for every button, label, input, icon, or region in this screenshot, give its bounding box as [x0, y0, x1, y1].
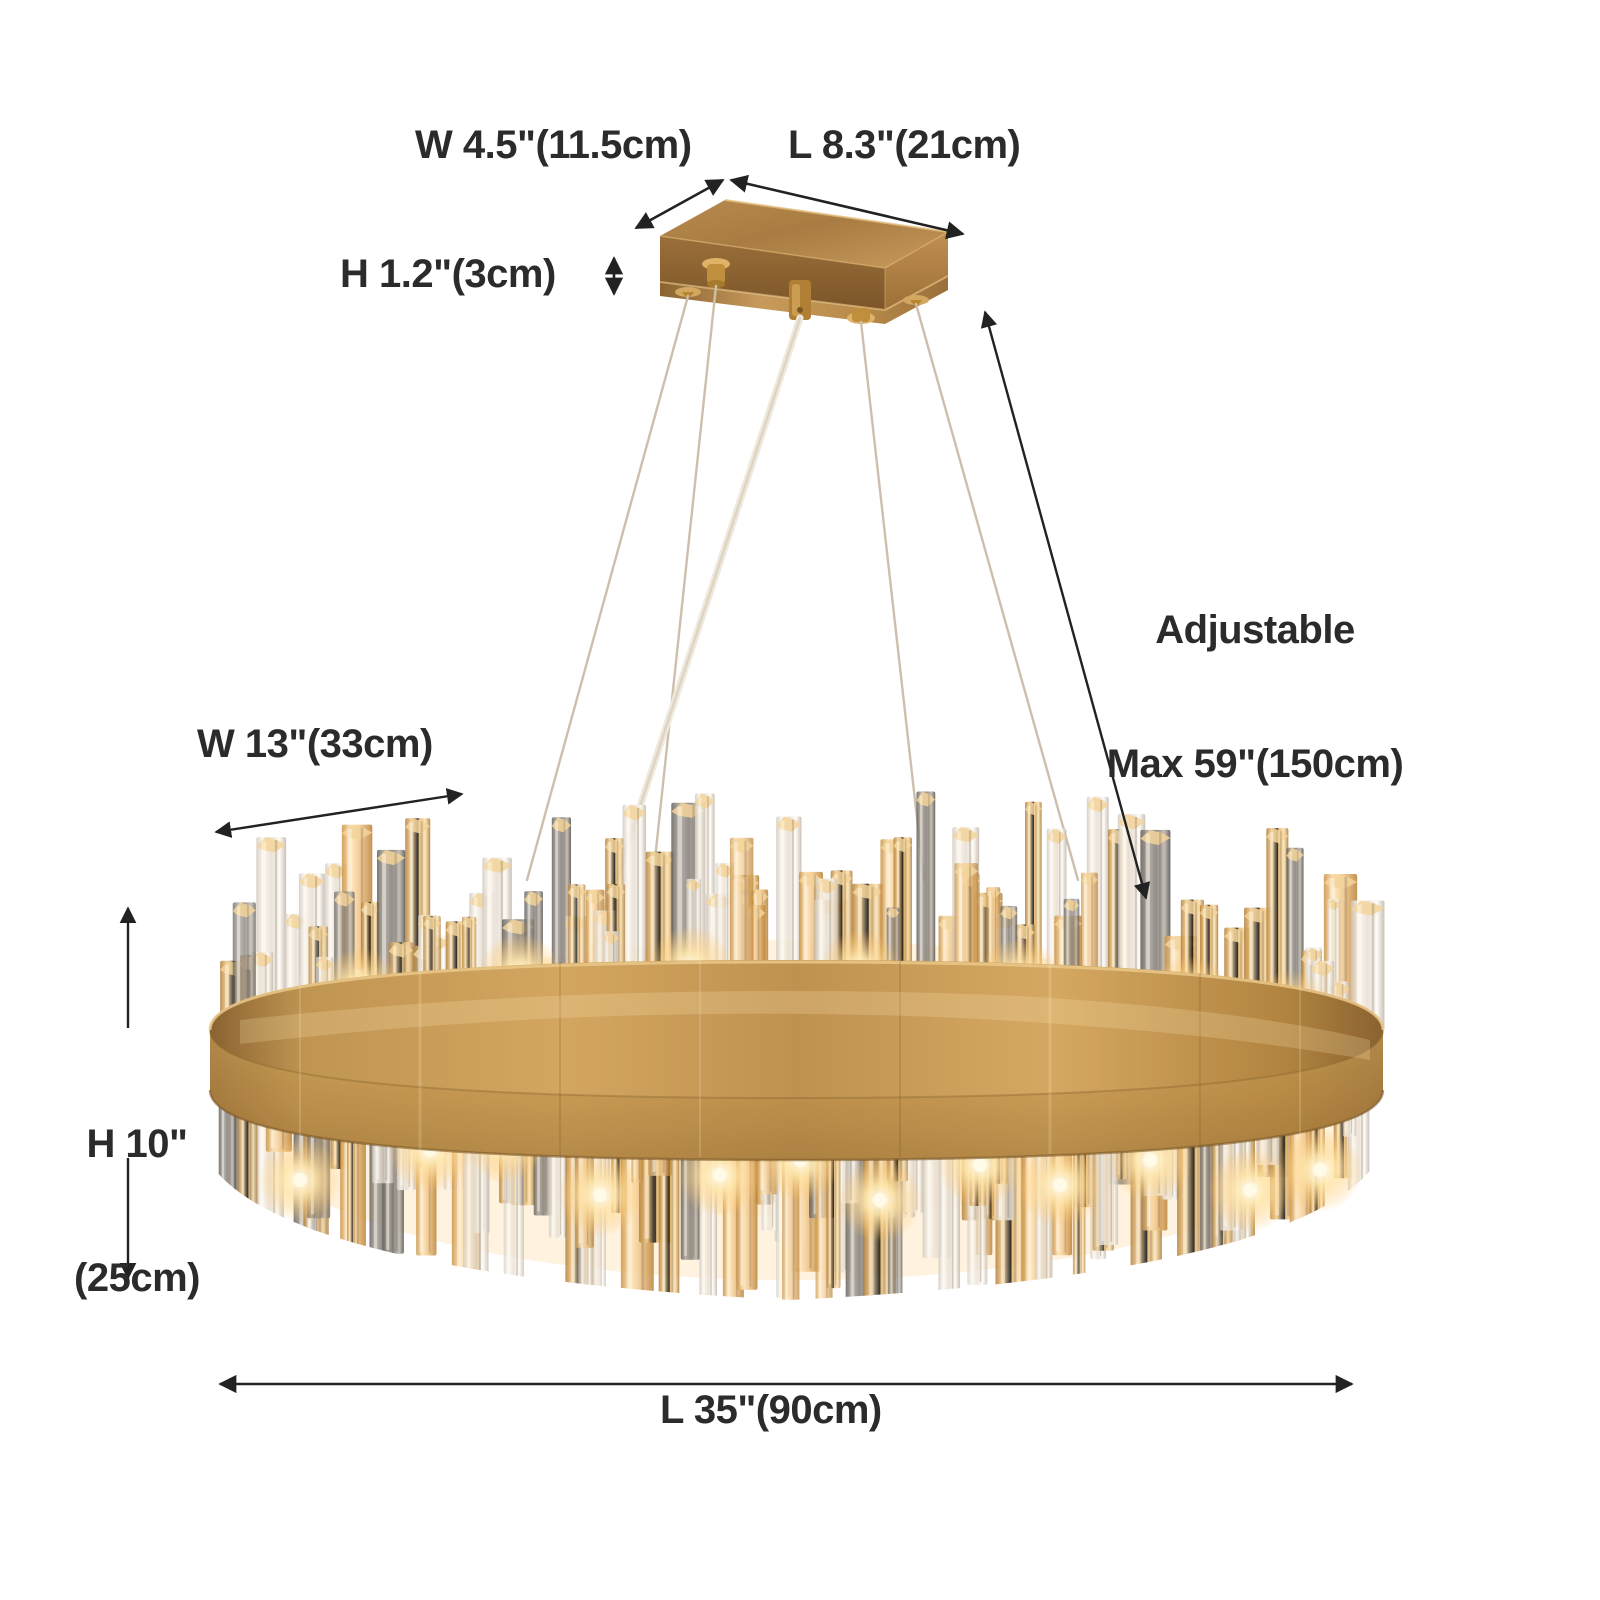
body-height-label-line2: (25cm)	[74, 1255, 200, 1300]
light-bulb-core	[1313, 1163, 1327, 1177]
light-bulb-core	[593, 1188, 607, 1202]
body-height-label: H 10" (25cm)	[42, 1032, 232, 1390]
crystal-rod	[954, 863, 979, 972]
crystal-rod	[232, 902, 256, 1029]
canopy-length-label: L 8.3"(21cm)	[788, 123, 1021, 167]
crystal-rod	[1350, 900, 1385, 1030]
canopy-width-label: W 4.5"(11.5cm)	[415, 123, 692, 167]
adjustable-label: Adjustable Max 59"(150cm)	[1090, 518, 1420, 876]
light-bulb-core	[293, 1173, 307, 1187]
body-length-label: L 35"(90cm)	[660, 1388, 882, 1432]
light-bulb-core	[1243, 1183, 1257, 1197]
cable-mounts	[675, 258, 929, 324]
adjustable-label-line1: Adjustable	[1155, 607, 1355, 652]
light-bulb-core	[1053, 1178, 1067, 1192]
adjustable-label-line2: Max 59"(150cm)	[1106, 741, 1404, 786]
crystal-rod	[622, 804, 647, 974]
light-bulb-core	[1143, 1153, 1157, 1167]
gold-band	[208, 960, 1385, 1162]
crystal-rod	[567, 884, 586, 977]
light-bulb-core	[713, 1168, 727, 1182]
crystal-rod	[776, 816, 802, 969]
light-bulb-core	[873, 1193, 887, 1207]
canopy-height-label: H 1.2"(3cm)	[340, 252, 556, 296]
crystal-rod	[729, 837, 754, 967]
chandelier-body	[208, 791, 1385, 1300]
crystal-rod	[1063, 898, 1080, 981]
crystal-rod	[916, 791, 936, 972]
crystal-rod	[1266, 828, 1289, 1013]
body-height-label-line1: H 10"	[86, 1121, 188, 1166]
light-bulb-core	[973, 1158, 987, 1172]
body-width-label: W 13"(33cm)	[197, 722, 433, 766]
